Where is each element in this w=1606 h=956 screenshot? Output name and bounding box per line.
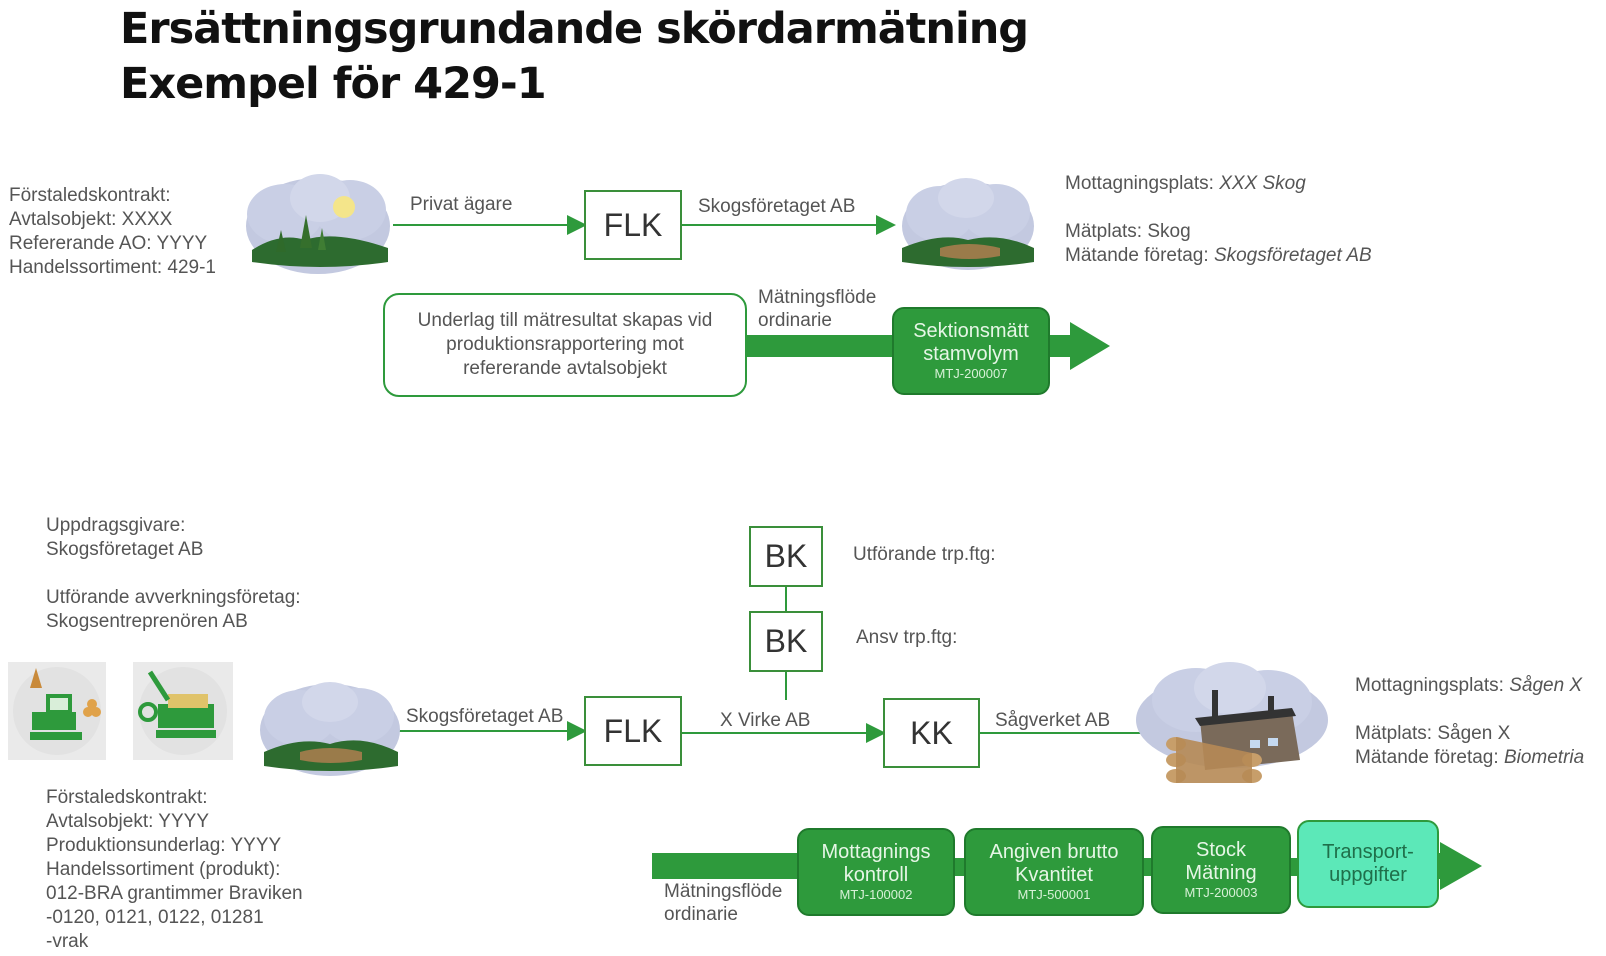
top-contract-info: Förstaledskontrakt: Avtalsobjekt: XXXX R…: [9, 184, 216, 280]
client-line: Uppdragsgivare:: [46, 515, 186, 536]
company-label: Mätande företag:: [1355, 747, 1504, 768]
flk-box-bottom: FLK: [584, 696, 682, 766]
step-mottagningskontroll: Mottagnings kontroll MTJ-100002: [797, 828, 955, 916]
section-measure-box: Sektionsmätt stamvolym MTJ-200007: [892, 307, 1050, 395]
company-label: Mätande företag:: [1065, 245, 1214, 266]
flow-arrow-top: [1040, 322, 1110, 370]
step-transportuppgifter: Transport- uppgifter: [1297, 820, 1439, 908]
title-line-2: Exempel för 429-1: [120, 59, 547, 109]
bk-box-utforande: BK: [749, 526, 823, 587]
contract-line: Produktionsunderlag: YYYY: [46, 835, 282, 856]
client-line: Utförande avverkningsföretag:: [46, 587, 301, 608]
company-value: Biometria: [1503, 747, 1585, 768]
step-code: MTJ-100002: [839, 887, 913, 902]
contract-line: -vrak: [46, 931, 89, 952]
measure-place: Mätplats: Skog: [1065, 221, 1191, 242]
reception-label: Mottagningsplats:: [1065, 173, 1220, 194]
step-line: Mottagnings: [821, 841, 931, 863]
contract-line: Förstaledskontrakt:: [9, 185, 171, 206]
flk-box-top: FLK: [584, 190, 682, 260]
bk-box-ansvarig: BK: [749, 611, 823, 672]
flow-band-top: [746, 335, 896, 357]
company-value: Skogsföretaget AB: [1213, 245, 1372, 266]
contract-line: 012-BRA grantimmer Braviken: [46, 883, 303, 904]
flow-label-line: Mätningsflöde: [758, 287, 877, 308]
arrow-label-skogsforetaget-top: Skogsföretaget AB: [698, 196, 856, 217]
flow-arrow-bottom: [1435, 842, 1482, 890]
bottom-flow-label: Mätningsflöde ordinarie: [664, 880, 782, 926]
kk-box: KK: [883, 698, 980, 768]
top-reception-info: Mottagningsplats: XXX Skog Mätplats: Sko…: [1065, 172, 1372, 268]
top-flow-label: Mätningsflöde ordinarie: [758, 286, 876, 332]
bottom-reception-info: Mottagningsplats: Sågen X Mätplats: Såge…: [1355, 674, 1584, 770]
flow-band-bottom: [652, 853, 800, 879]
arrow-label-private-owner: Privat ägare: [410, 194, 513, 215]
arrow-label-sagverket: Sågverket AB: [995, 710, 1111, 731]
bk-label-utforande: Utförande trp.ftg:: [853, 544, 996, 565]
client-line: Skogsföretaget AB: [46, 539, 204, 560]
underlag-note: Underlag till mätresultat skapas vid pro…: [383, 293, 747, 397]
contract-line: Handelssortiment: 429-1: [9, 257, 216, 278]
reception-value: XXX Skog: [1219, 173, 1306, 194]
section-code: MTJ-200007: [934, 366, 1008, 381]
flow-label-line: Mätningsflöde: [664, 881, 783, 902]
arrow-label-x-virke: X Virke AB: [720, 710, 811, 731]
flow-label-line: ordinarie: [758, 310, 832, 331]
contract-line: Refererande AO: YYYY: [9, 233, 208, 254]
step-code: MTJ-500001: [1017, 887, 1091, 902]
step-stockmatning: Stock Mätning MTJ-200003: [1151, 826, 1291, 914]
reception-value: Sågen X: [1509, 675, 1583, 696]
section-line: Sektionsmätt: [913, 320, 1029, 342]
bk-label-ansvarig: Ansv trp.ftg:: [856, 627, 958, 648]
step-line: Angiven brutto: [989, 841, 1119, 863]
step-line: Stock: [1195, 839, 1247, 861]
transport-line: uppgifter: [1329, 864, 1407, 886]
step-line: Mätning: [1185, 862, 1257, 884]
flow-label-line: ordinarie: [664, 904, 738, 925]
step-code: MTJ-200003: [1184, 885, 1258, 900]
arrow-label-skogsforetaget-bottom: Skogsföretaget AB: [406, 706, 564, 727]
contract-line: Förstaledskontrakt:: [46, 787, 208, 808]
step-line: Kvantitet: [1015, 864, 1093, 886]
client-line: Skogsentreprenören AB: [46, 611, 248, 632]
bottom-client-info: Uppdragsgivare: Skogsföretaget AB Utföra…: [46, 514, 301, 634]
step-angiven-brutto: Angiven brutto Kvantitet MTJ-500001: [964, 828, 1144, 916]
page-title: Ersättningsgrundande skördarmätning Exem…: [120, 2, 1029, 112]
contract-line: Avtalsobjekt: YYYY: [46, 811, 210, 832]
measure-place: Mätplats: Sågen X: [1355, 723, 1511, 744]
step-line: kontroll: [843, 864, 909, 886]
contract-line: Handelssortiment (produkt):: [46, 859, 281, 880]
bottom-contract-info: Förstaledskontrakt: Avtalsobjekt: YYYY P…: [46, 786, 303, 954]
contract-line: Avtalsobjekt: XXXX: [9, 209, 173, 230]
contract-line: -0120, 0121, 0122, 01281: [46, 907, 264, 928]
reception-label: Mottagningsplats:: [1355, 675, 1510, 696]
section-line: stamvolym: [923, 343, 1019, 365]
transport-line: Transport-: [1322, 841, 1414, 863]
title-line-1: Ersättningsgrundande skördarmätning: [120, 4, 1029, 54]
